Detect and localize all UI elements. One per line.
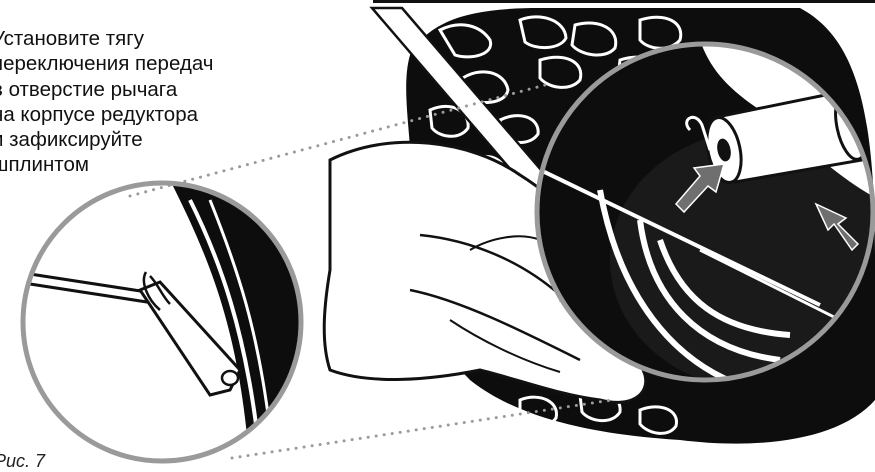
instruction-line: в отверстие рычага — [0, 77, 214, 102]
instruction-line: шплинтом — [0, 152, 214, 177]
instruction-line: и зафиксируйте — [0, 127, 214, 152]
instruction-line: переключения передач — [0, 51, 214, 76]
instruction-line: Установите тягу — [0, 26, 214, 51]
instruction-line: на корпусе редуктора — [0, 102, 214, 127]
instruction-text: Установите тягу переключения передач в о… — [0, 26, 214, 178]
